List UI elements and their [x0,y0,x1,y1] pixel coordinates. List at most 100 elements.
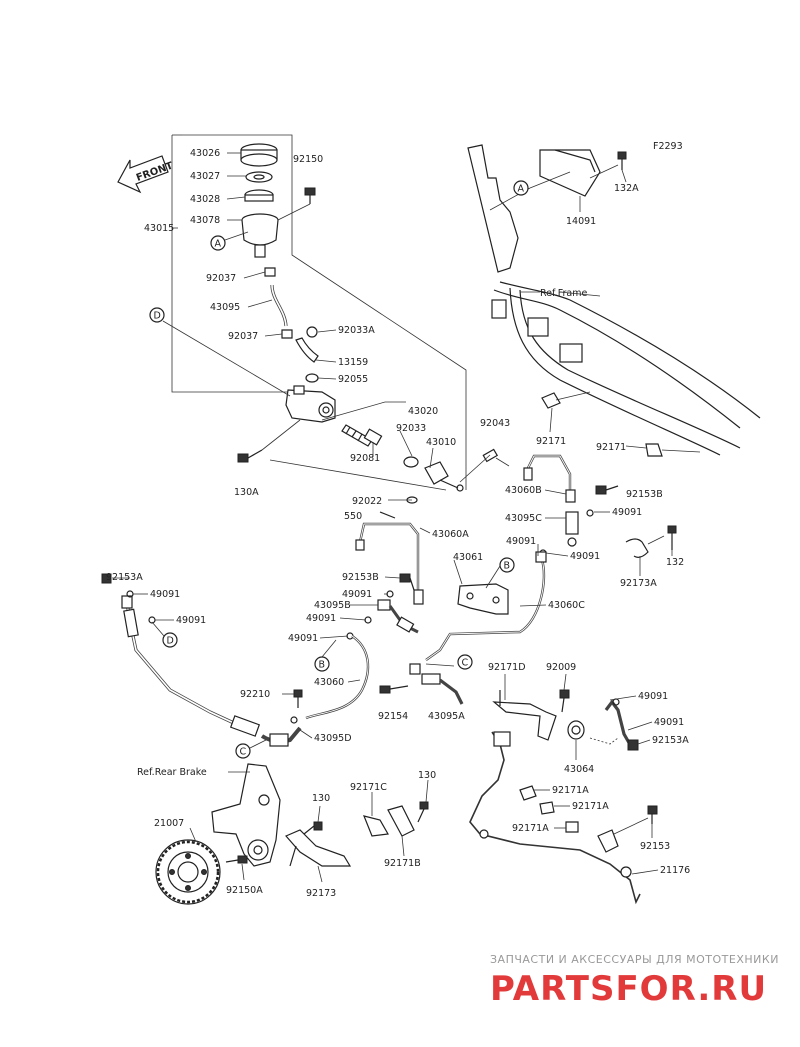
part-label: 92171A [572,801,609,812]
banjo-43095C [565,511,579,547]
part-label: 92022 [352,496,382,507]
clip-92173A [625,525,677,558]
part-label: 92171D [488,662,526,673]
pushrod-43010 [424,461,464,492]
part-label: 49091 [654,717,684,728]
bolt-92153 [647,805,658,824]
clamp-92037-upper [264,267,276,277]
clamp-92171A-1 [519,785,537,801]
ref-frame-label: Ref.Frame [540,288,587,299]
front-arrow-icon: FRONT [117,155,175,194]
svg-text:B: B [319,660,326,671]
part-label: 92171B [384,858,421,869]
part-label: 49091 [612,507,642,518]
callout-A-frame: A [513,180,529,196]
part-label: 92037 [228,331,258,342]
banjo-bolt-92153B-upper [595,485,619,495]
part-label: 92171C [350,782,387,793]
part-label: 92171A [512,823,549,834]
callout-D-upper: D [149,307,165,323]
part-label: 92033A [338,325,375,336]
part-label: 130 [418,770,436,781]
part-label: 130 [312,793,330,804]
part-label: 49091 [288,633,318,644]
part-label: 49091 [570,551,600,562]
part-label: 92055 [338,374,368,385]
brake-disc-21007 [155,839,221,905]
part-label: 43064 [564,764,594,775]
part-label: 43095C [505,513,542,524]
bolt-130A [237,449,263,463]
reservoir-diaphragm [244,189,274,202]
svg-text:D: D [154,311,161,322]
part-label: 43060 [314,677,344,688]
diagram-code: F2293 [653,141,683,152]
reservoir-body [241,213,279,258]
bolt-92009 [559,689,570,713]
part-label: 43095 [210,302,240,313]
part-label: 43015 [144,223,174,234]
circlip-92033A [306,326,318,338]
ring-92033 [403,456,419,468]
bracket-92171D [492,690,557,741]
clamp-92171-upper [541,392,561,409]
clamp-92037-lower [281,329,293,339]
master-cylinder-body [285,385,336,423]
hose-43095D [101,573,302,747]
part-label: 13159 [338,357,368,368]
part-label: 130A [234,487,259,498]
pin-92043 [482,448,499,463]
clamp-92171A-2 [539,801,555,815]
part-label: 49091 [176,615,206,626]
part-label: 92081 [350,453,380,464]
watermark-tagline: ЗАПЧАСТИ И АКСЕССУАРЫ ДЛЯ МОТОТЕХНИКИ [490,953,779,966]
callout-C-upper: C [457,654,473,670]
grommet-43064 [567,720,585,740]
svg-text:C: C [240,747,247,758]
part-label: 92171A [552,785,589,796]
part-label: 92171 [596,442,626,453]
part-label: 92009 [546,662,576,673]
bracket-92171C-92171B [363,801,429,837]
watermark: ЗАПЧАСТИ И АКСЕССУАРЫ ДЛЯ МОТОТЕХНИКИ PA… [490,953,779,1009]
part-label: 43095D [314,733,352,744]
svg-text:C: C [462,658,469,669]
bolt-92150A [225,855,248,864]
part-label: 132A [614,183,639,194]
part-label: 92153A [106,572,143,583]
clamp-92171A-3 [565,821,579,833]
callout-B-bracket: B [499,557,515,573]
part-label: 92173 [306,888,336,899]
clamp-92171-lower [645,443,663,457]
hose-43095A [409,663,464,705]
part-label: 43060A [432,529,469,540]
part-labels: 43026 43027 43028 43078 43015 92150 9203… [106,148,690,899]
svg-text:B: B [504,561,511,572]
part-label: 92150 [293,154,323,165]
fitting-13159 [295,337,319,363]
part-label: 43010 [426,437,456,448]
part-label: 43078 [190,215,220,226]
part-label: 43028 [190,194,220,205]
ref-rear-brake-label: Ref.Rear Brake [137,767,207,778]
part-label: 92153 [640,841,670,852]
part-label: 43026 [190,148,220,159]
bolt-92210 [293,689,303,708]
abs-sensor-21176 [597,829,632,878]
banjo-bolt-92153B-middle [399,573,415,591]
part-label: 49091 [638,691,668,702]
bracket-43061 [457,583,509,615]
part-label: 132 [666,557,684,568]
svg-text:A: A [215,239,222,250]
part-label: 43027 [190,171,220,182]
part-label: 49091 [342,589,372,600]
part-label: 49091 [306,613,336,624]
bolt-92150 [304,187,316,204]
leader-lines [112,152,673,883]
part-label: 43061 [453,552,483,563]
reservoir-cap [240,143,278,167]
part-label: 49091 [506,536,536,547]
pin-550 [379,511,396,519]
svg-text:A: A [518,184,525,195]
